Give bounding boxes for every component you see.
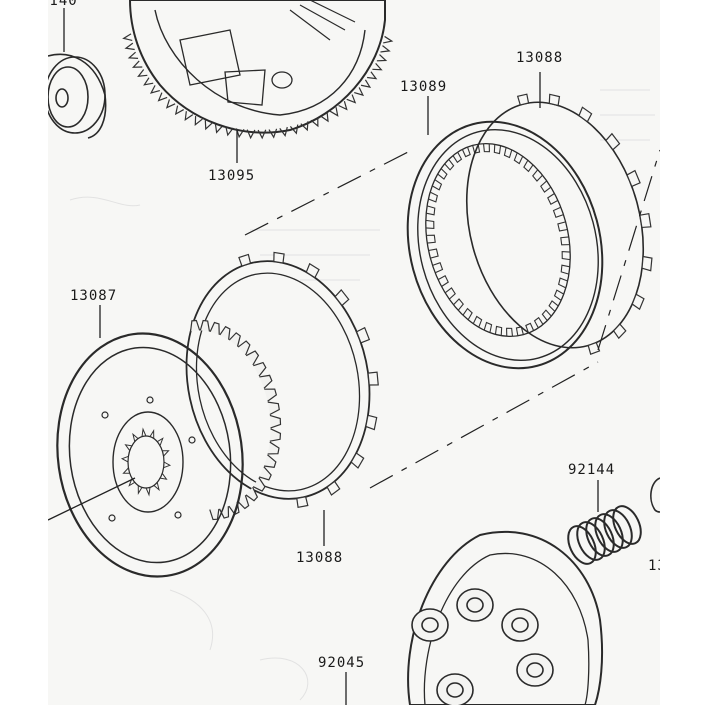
label-13095: 13095 [208, 168, 255, 184]
label-92144: 92144 [568, 462, 615, 478]
label-92045: 92045 [318, 655, 365, 671]
right-border [660, 0, 705, 705]
left-border [0, 0, 48, 705]
steel-plate-part [406, 120, 604, 370]
clutch-hub-part [56, 319, 282, 578]
right-partial-part [650, 477, 661, 513]
label-13088-bottom: 13088 [296, 550, 343, 566]
friction-plate-middle [185, 251, 379, 509]
label-13089: 13089 [400, 79, 447, 95]
label-top-left-partial: 2140 [40, 0, 78, 9]
assembly-axis-lines [244, 149, 661, 489]
spring-part [567, 505, 642, 565]
paper-background [48, 0, 660, 705]
clutch-housing-gear [122, 0, 394, 140]
label-13088-top: 13088 [516, 50, 563, 66]
leader-hub-shaft [47, 477, 136, 521]
label-13087: 13087 [70, 288, 117, 304]
friction-plate-top [465, 93, 653, 355]
pressure-plate-part [407, 530, 604, 705]
